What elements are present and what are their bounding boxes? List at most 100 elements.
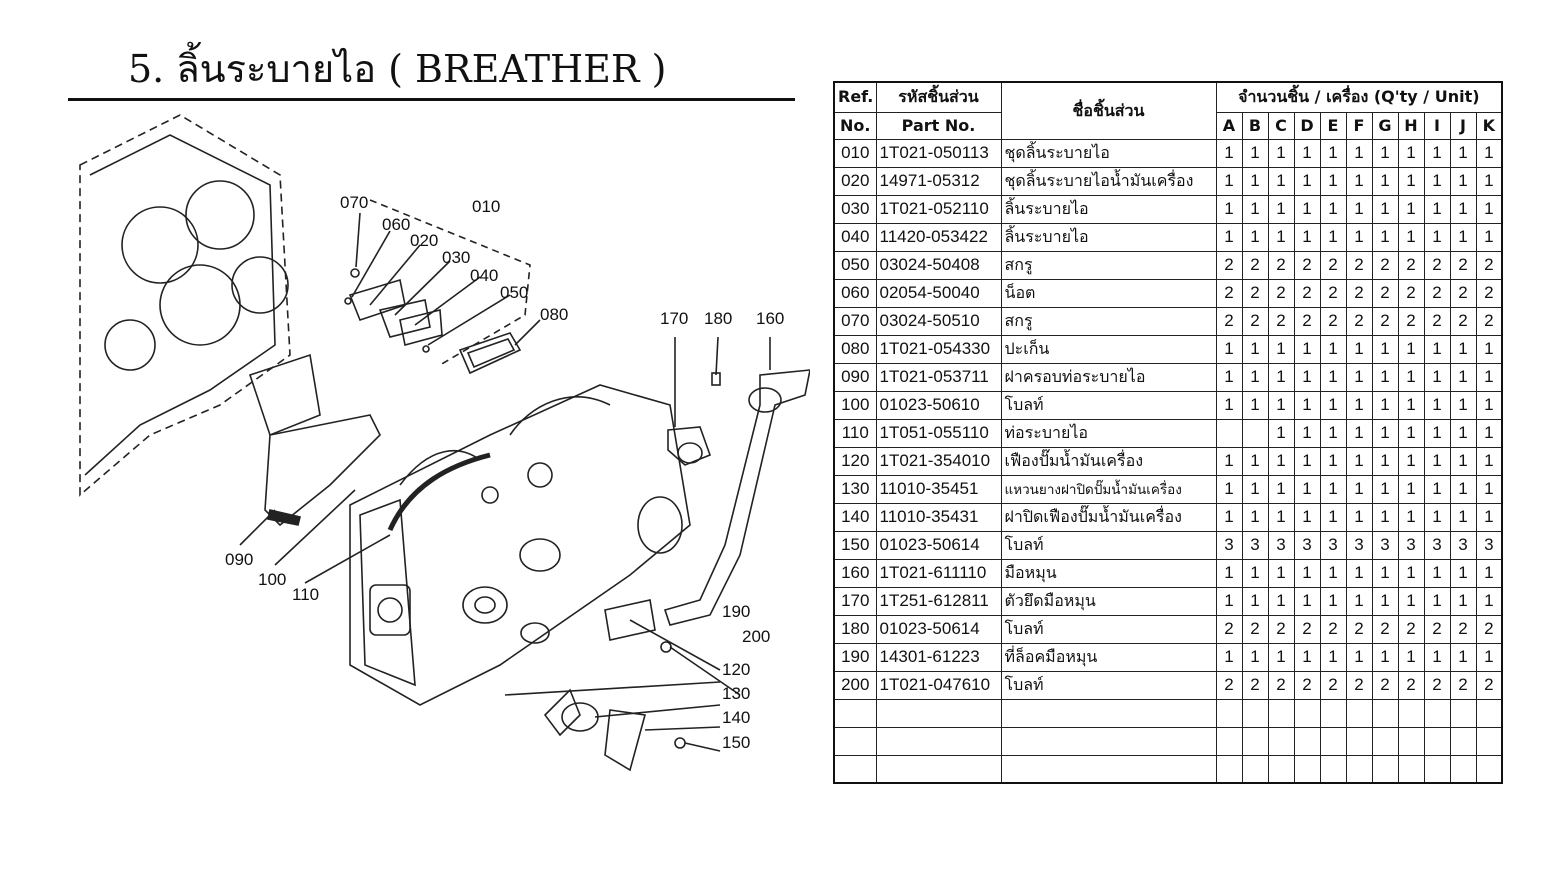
- qty-cell: 2: [1449, 306, 1477, 336]
- qty-cell: 1: [1371, 138, 1399, 168]
- qty-cell: 2: [1371, 670, 1399, 700]
- qty-cell: 1: [1397, 222, 1425, 252]
- name-header: ชื่อชิ้นส่วน: [1000, 81, 1217, 140]
- qty-cell: 1: [1241, 474, 1269, 504]
- qty-cell: 1: [1215, 362, 1243, 392]
- empty-cell: [1423, 698, 1451, 728]
- callout-040: 040: [470, 266, 498, 285]
- qty-cell: 1: [1449, 586, 1477, 616]
- qty-cell: 1: [1241, 222, 1269, 252]
- qty-cell: 1: [1423, 194, 1451, 224]
- ref-no-cell: 030: [833, 194, 877, 224]
- callout-150: 150: [722, 733, 750, 752]
- empty-cell: [833, 754, 877, 784]
- qty-cell: 1: [1319, 642, 1347, 672]
- ref-no-cell: 150: [833, 530, 877, 560]
- qty-cell: 1: [1241, 642, 1269, 672]
- qty-cell: 1: [1475, 474, 1503, 504]
- qty-cell: 1: [1397, 334, 1425, 364]
- col-header-f: F: [1345, 111, 1373, 140]
- qty-cell: 1: [1319, 558, 1347, 588]
- empty-cell: [833, 726, 877, 756]
- qty-cell: 1: [1475, 194, 1503, 224]
- ref-no-cell: 100: [833, 390, 877, 420]
- qty-cell: 1: [1319, 586, 1347, 616]
- qty-cell: 1: [1215, 446, 1243, 476]
- qty-cell: 1: [1215, 390, 1243, 420]
- col-header-a: A: [1215, 111, 1243, 140]
- qty-cell: 1: [1371, 390, 1399, 420]
- qty-cell: 2: [1241, 614, 1269, 644]
- part-name-cell: โบลท์: [1000, 390, 1217, 420]
- empty-cell: [1475, 754, 1503, 784]
- qty-cell: 1: [1397, 418, 1425, 448]
- qty-cell: 1: [1241, 558, 1269, 588]
- ref-header-line1: Ref.: [833, 81, 877, 113]
- part-no-cell: 1T021-053711: [875, 362, 1002, 392]
- qty-cell: 1: [1449, 502, 1477, 532]
- empty-cell: [1371, 698, 1399, 728]
- qty-cell: 1: [1319, 166, 1347, 196]
- qty-cell: 2: [1241, 250, 1269, 280]
- part-no-cell: 1T021-047610: [875, 670, 1002, 700]
- qty-cell: 2: [1293, 306, 1321, 336]
- qty-cell: 2: [1371, 250, 1399, 280]
- qty-cell: 1: [1293, 390, 1321, 420]
- empty-cell: [1397, 698, 1425, 728]
- qty-cell: 1: [1449, 390, 1477, 420]
- qty-cell: 1: [1475, 390, 1503, 420]
- col-header-k: K: [1475, 111, 1503, 140]
- qty-cell: 3: [1345, 530, 1373, 560]
- part-name-cell: ลิ้นระบายไอ: [1000, 222, 1217, 252]
- qty-cell: 1: [1345, 474, 1373, 504]
- part-name-cell: โบลท์: [1000, 614, 1217, 644]
- qty-cell: 1: [1293, 166, 1321, 196]
- qty-cell: 2: [1475, 278, 1503, 308]
- part-name-cell: ชุดลิ้นระบายไอ: [1000, 138, 1217, 168]
- qty-cell: 1: [1423, 390, 1451, 420]
- empty-cell: [1345, 726, 1373, 756]
- callout-060: 060: [382, 215, 410, 234]
- part-no-cell: 1T021-354010: [875, 446, 1002, 476]
- ref-no-cell: 070: [833, 306, 877, 336]
- ref-no-cell: 190: [833, 642, 877, 672]
- qty-cell: 1: [1319, 418, 1347, 448]
- qty-cell: 1: [1475, 166, 1503, 196]
- qty-cell: 1: [1215, 334, 1243, 364]
- qty-cell: 2: [1319, 670, 1347, 700]
- qty-cell: 1: [1267, 586, 1295, 616]
- qty-cell: 1: [1397, 138, 1425, 168]
- part-name-cell: สกรู: [1000, 250, 1217, 280]
- empty-cell: [1397, 726, 1425, 756]
- empty-cell: [1241, 754, 1269, 784]
- callout-180: 180: [704, 309, 732, 328]
- qty-cell: 1: [1371, 166, 1399, 196]
- qty-cell: 1: [1267, 642, 1295, 672]
- qty-cell: 1: [1397, 194, 1425, 224]
- qty-cell: 2: [1397, 614, 1425, 644]
- qty-cell: 2: [1319, 278, 1347, 308]
- qty-cell: 2: [1397, 278, 1425, 308]
- qty-cell: 1: [1371, 558, 1399, 588]
- qty-cell: 1: [1267, 558, 1295, 588]
- ref-no-cell: 120: [833, 446, 877, 476]
- part-header-line2: Part No.: [875, 111, 1002, 140]
- title-underline: [68, 98, 795, 101]
- qty-cell: 1: [1449, 446, 1477, 476]
- part-no-cell: 02054-50040: [875, 278, 1002, 308]
- ref-no-cell: 050: [833, 250, 877, 280]
- qty-cell: 2: [1397, 250, 1425, 280]
- qty-cell: 1: [1475, 362, 1503, 392]
- qty-cell: 1: [1319, 390, 1347, 420]
- callout-140: 140: [722, 708, 750, 727]
- part-name-cell: สกรู: [1000, 306, 1217, 336]
- qty-cell: 1: [1267, 474, 1295, 504]
- qty-cell: 1: [1423, 446, 1451, 476]
- qty-cell: 2: [1267, 614, 1295, 644]
- qty-cell: 1: [1267, 194, 1295, 224]
